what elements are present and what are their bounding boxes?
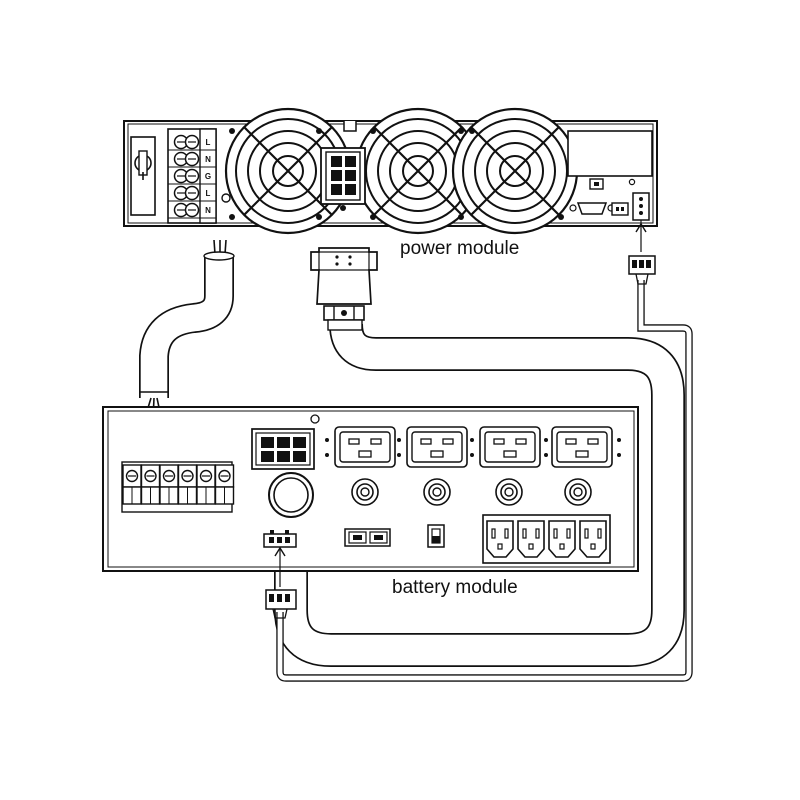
cable-grommet: [268, 472, 314, 518]
terminal-label: G: [205, 172, 211, 181]
battery-module-label: battery module: [392, 577, 518, 598]
circuit-breaker-2: [423, 478, 451, 506]
communication-panel: [567, 130, 653, 252]
terminal-label: L: [206, 189, 211, 198]
battery-cable-plug: [310, 247, 378, 331]
signal-connector-bottom: [265, 589, 297, 619]
c19-outlet-1: [334, 426, 396, 468]
battery-module: battery module: [102, 406, 639, 598]
output-terminal-3: [159, 464, 179, 505]
terminal-label: N: [205, 155, 211, 164]
fan-3: [451, 107, 579, 235]
output-terminal-6: [214, 464, 235, 505]
c19-outlet-2: [406, 426, 468, 468]
input-terminal-1: L: [168, 134, 216, 151]
c13-outlets: [482, 514, 611, 564]
power-module-label: power module: [400, 238, 519, 259]
output-terminal-2: [140, 464, 161, 505]
terminal-label: N: [205, 206, 211, 215]
c19-outlet-3: [479, 426, 541, 468]
fans: [224, 107, 579, 235]
c19-outlet-4: [551, 426, 613, 468]
signal-cable: [276, 280, 693, 682]
circuit-breaker-3: [495, 478, 523, 506]
output-terminal-5: [196, 464, 216, 505]
terminal-label: L: [206, 138, 211, 147]
signal-connector-top: [628, 255, 656, 285]
input-terminal-3: G: [168, 168, 216, 185]
c13-outlet-3: [548, 520, 576, 558]
circuit-breaker-4: [564, 478, 592, 506]
epo-port: [611, 202, 629, 216]
output-terminal-block: [121, 461, 235, 513]
input-terminal-2: N: [168, 151, 216, 168]
rj45-ports: [344, 528, 391, 547]
c13-outlet-2: [517, 520, 545, 558]
output-terminal-1: [122, 464, 142, 505]
input-terminal-5: N: [168, 202, 216, 219]
output-terminal-4: [177, 464, 198, 505]
c13-outlet-1: [486, 520, 514, 558]
breaker-panel: [130, 136, 156, 216]
battery-connector-socket: [251, 428, 315, 470]
input-terminal-4: L: [168, 185, 216, 202]
input-power-cable: [139, 257, 234, 398]
c19-outlets: [325, 426, 621, 468]
signal-port: [263, 530, 297, 587]
rs232-port: [569, 202, 615, 215]
battery-connector-socket: [320, 147, 366, 211]
circuit-breaker-1: [351, 478, 379, 506]
dip-switch: [427, 524, 445, 548]
battery-power-cable: [274, 322, 685, 667]
c13-outlet-4: [579, 520, 607, 558]
